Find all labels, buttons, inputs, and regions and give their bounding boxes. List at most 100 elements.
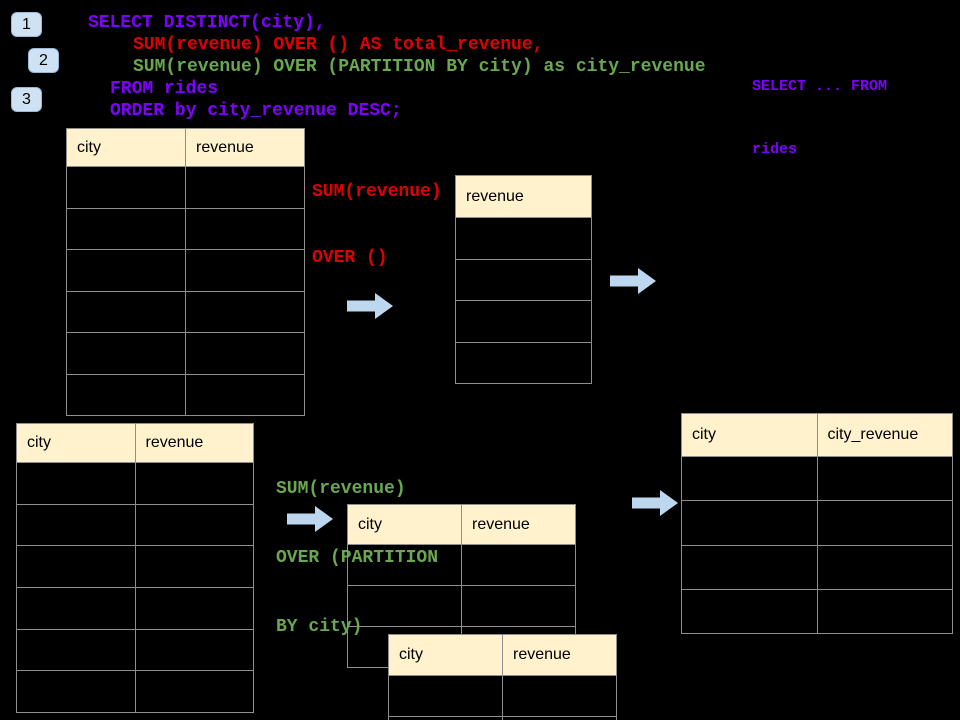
table-header-row: city city_revenue (681, 413, 953, 457)
table-cell-empty (389, 676, 502, 716)
table-cell-empty (17, 671, 135, 712)
table-cell-empty (456, 218, 591, 259)
table-cell-empty (816, 545, 953, 589)
from-rides-note: SELECT ... FROM rides (752, 34, 887, 202)
table-cell-empty (185, 374, 304, 415)
column-header-revenue: revenue (502, 635, 616, 675)
table-row (681, 545, 953, 590)
from-rides-note-line2: rides (752, 141, 798, 158)
table-cell-empty (134, 463, 254, 504)
table-row (16, 629, 254, 672)
total-revenue-annotation-line2: OVER () (312, 248, 388, 268)
table-row (347, 586, 576, 627)
total-revenue-annotation: SUM(revenue) OVER () (312, 137, 442, 313)
column-header-city: city (27, 434, 51, 451)
table-cell-empty (816, 501, 953, 545)
column-header-city-revenue: city_revenue (816, 414, 953, 456)
sql-line-total-revenue: SUM(revenue) OVER () AS total_revenue, (133, 35, 544, 55)
column-header-city: city (77, 138, 101, 156)
sql-line-order-by: ORDER by city_revenue DESC; (110, 101, 402, 121)
table-row (16, 546, 254, 589)
table-row (66, 167, 305, 209)
total-revenue-annotation-line1: SUM(revenue) (312, 182, 442, 202)
table-cell-empty (456, 343, 591, 384)
table-cell-empty (185, 291, 304, 332)
table-cell-empty (502, 676, 616, 716)
table-row (66, 208, 305, 250)
table-row (66, 250, 305, 292)
partition-table-front: city revenue (388, 634, 617, 720)
partition-table-back: city revenue (347, 504, 576, 668)
table-cell-empty (185, 250, 304, 291)
table-row (347, 545, 576, 586)
flow-arrow-final-result-icon (632, 490, 678, 516)
table-cell-empty (134, 629, 254, 671)
table-cell-empty (17, 588, 135, 629)
sql-line-city-revenue: SUM(revenue) OVER (PARTITION BY city) as… (133, 57, 706, 77)
table-cell-empty (185, 333, 304, 374)
table-cell-empty (456, 301, 591, 342)
table-row (681, 501, 953, 546)
column-header-revenue: revenue (461, 505, 575, 544)
table-cell-empty (461, 545, 575, 585)
source-table-bottom: city revenue (16, 423, 254, 714)
table-row (455, 301, 592, 343)
table-cell-empty (134, 671, 254, 713)
table-cell-empty (816, 589, 953, 634)
table-row (455, 342, 592, 384)
column-header-city: city (358, 515, 382, 533)
table-cell-empty (502, 717, 616, 720)
column-header-city: city (692, 426, 716, 443)
from-rides-note-line1: SELECT ... FROM (752, 78, 888, 95)
table-header-row: city revenue (16, 423, 254, 463)
table-cell-empty (17, 546, 135, 587)
table-cell-empty (67, 375, 185, 416)
flow-arrow-partition-icon (287, 506, 333, 532)
flow-arrow-total-result-icon (610, 268, 656, 294)
table-cell-empty (348, 545, 461, 585)
partition-annotation-line3: BY city) (276, 617, 363, 637)
table-row (66, 333, 305, 375)
column-header-revenue: revenue (466, 187, 524, 205)
column-header-city: city (399, 646, 423, 663)
partition-annotation: SUM(revenue) OVER (PARTITION BY city) (276, 432, 438, 685)
step-badge-3: 3 (11, 87, 42, 112)
sql-line-from: FROM rides (110, 79, 219, 99)
table-cell-empty (682, 457, 817, 500)
step-badge-1: 1 (11, 12, 42, 37)
table-cell-empty (17, 463, 135, 504)
sql-line-select: SELECT DISTINCT(city), (88, 13, 326, 33)
table-row (66, 291, 305, 333)
total-revenue-result-table: revenue (455, 175, 592, 384)
step-badge-2: 2 (28, 48, 59, 73)
table-row (388, 676, 617, 717)
partition-annotation-line2: OVER (PARTITION (276, 548, 439, 568)
table-row (681, 457, 953, 502)
table-row (16, 588, 254, 630)
table-cell-empty (17, 630, 135, 671)
table-cell-empty (185, 208, 304, 249)
table-cell-empty (67, 167, 185, 208)
column-header-revenue: revenue (185, 129, 304, 166)
table-cell-empty (67, 250, 185, 291)
table-row (66, 374, 305, 416)
table-cell-empty (134, 588, 254, 629)
table-cell-empty (456, 260, 591, 301)
partition-annotation-line1: SUM(revenue) (276, 479, 406, 499)
table-cell-empty (682, 546, 817, 589)
table-cell-empty (185, 167, 304, 208)
table-cell-empty (348, 586, 461, 626)
table-row (388, 717, 617, 720)
table-cell-empty (67, 209, 185, 250)
table-header-row: city revenue (347, 504, 576, 545)
table-header-row: revenue (455, 175, 592, 218)
table-cell-empty (17, 505, 135, 546)
table-header-row: city revenue (66, 128, 305, 167)
source-table-top: city revenue (66, 128, 305, 416)
table-cell-empty (67, 333, 185, 374)
table-cell-empty (682, 590, 817, 633)
table-cell-empty (682, 501, 817, 544)
table-header-row: city revenue (388, 634, 617, 676)
table-row (455, 259, 592, 301)
